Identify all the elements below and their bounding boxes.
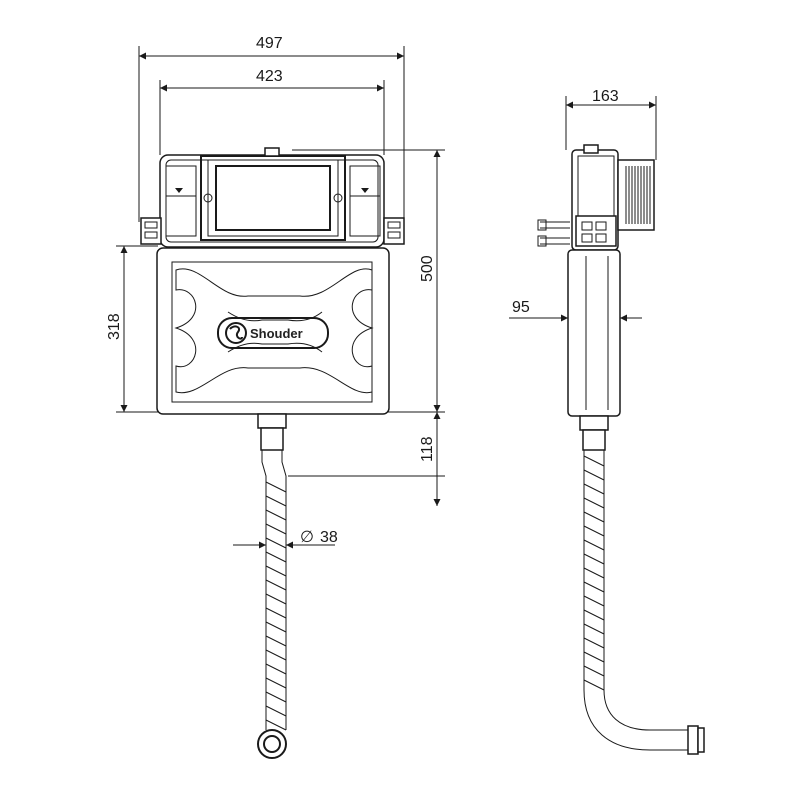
dimension-outlet-height: 118 (288, 412, 445, 506)
brand-logo-text: Shouder (250, 326, 303, 341)
pipe-diameter-label: 38 (320, 529, 338, 546)
side-upper-housing (537, 144, 655, 251)
side-view: 163 95 (509, 88, 705, 755)
side-tank (567, 249, 621, 417)
outlet-height-label: 118 (419, 436, 436, 462)
button-fins (625, 166, 651, 224)
lower-height-label: 318 (106, 313, 123, 340)
logo-mark-icon (225, 322, 247, 344)
tank-depth-label: 95 (512, 299, 530, 316)
dimension-overall-width: 497 (138, 35, 405, 222)
dimension-height: 500 (292, 149, 445, 413)
dimension-pipe-diameter: ∅ 38 (233, 529, 338, 549)
flush-pipe-side (579, 415, 705, 755)
hose-ribbing (265, 481, 287, 731)
dimension-depth: 163 (565, 88, 657, 160)
dimension-tank-depth: 95 (509, 299, 642, 322)
dimension-frame-width: 423 (159, 68, 385, 155)
brand-logo (217, 317, 329, 349)
diameter-symbol: ∅ (300, 529, 314, 546)
cistern-tank: Shouder (156, 247, 390, 415)
front-view: 497 423 500 118 318 (106, 35, 445, 759)
hose-ribbing-side (583, 455, 605, 691)
depth-label: 163 (592, 88, 619, 105)
dimension-lower-height: 318 (106, 245, 158, 413)
top-frame (140, 147, 405, 248)
flush-pipe-front (257, 413, 287, 759)
frame-width-label: 423 (256, 68, 283, 85)
height-label: 500 (419, 255, 436, 282)
overall-width-label: 497 (256, 35, 283, 52)
